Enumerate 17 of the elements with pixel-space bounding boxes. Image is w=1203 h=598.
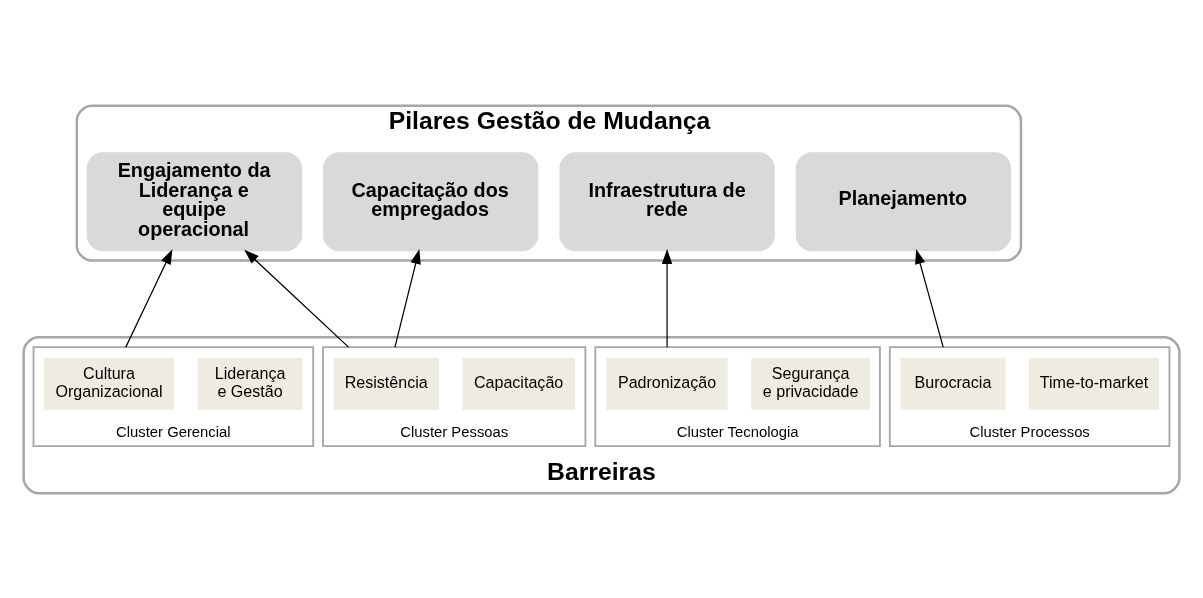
arrow: [915, 248, 944, 348]
node-box: Engajamento da Liderança e equipe operacional: [86, 151, 303, 251]
arrow: [244, 249, 350, 348]
arrow: [125, 248, 173, 348]
node-box: Infraestrutura de rede: [559, 151, 775, 251]
node-box: Segurança e privacidade: [750, 355, 872, 411]
node-box: Burocracia: [899, 355, 1007, 411]
node-box: Capacitação: [461, 355, 577, 411]
node-box: Padronização: [605, 355, 729, 411]
node-box: Planejamento: [795, 151, 1012, 251]
node-box: Capacitação dos empregados: [323, 151, 539, 251]
node-box: Cultura Organizacional: [42, 355, 176, 411]
node-box: Resistência: [332, 355, 440, 411]
node-box: Time-to-market: [1027, 355, 1161, 411]
node-box: Liderança e Gestão: [196, 355, 304, 411]
arrow: [394, 248, 421, 348]
arrow: [661, 248, 673, 348]
